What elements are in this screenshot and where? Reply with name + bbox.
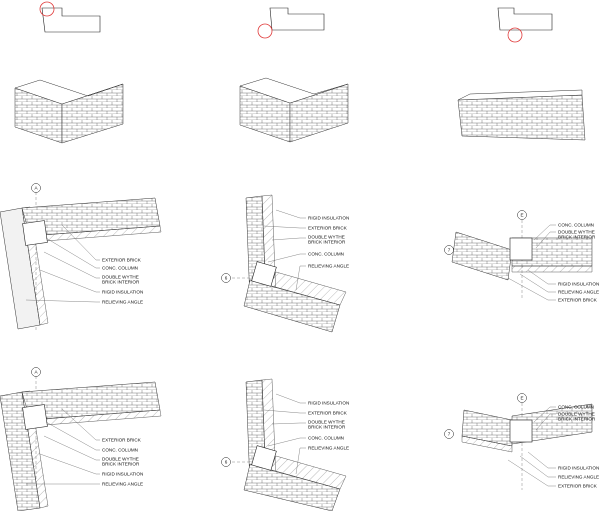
plan-detail-3: E 7 CONC. COLUMN DOUBLE WYTHE BRICK INTE… (444, 210, 599, 303)
label-relieving-angle: RELIEVING ANGLE (102, 300, 143, 305)
label-brick-interior: BRICK INTERIOR (102, 462, 140, 467)
key-plan-2 (257, 7, 325, 39)
plan-detail-5: 6 RIGID INSULATION EXTERIOR BRICK DOUBLE… (221, 378, 349, 511)
grid-bubble-label: A (34, 186, 38, 191)
label-conc-column: CONC. COLUMN (308, 252, 344, 257)
label-double-wythe: DOUBLE WYTHE (558, 230, 595, 235)
grid-bubble-label: E (520, 396, 523, 401)
plan-detail-4: A EXTERIOR BRICK CONC. COLUMN DOUBLE WYT… (0, 367, 162, 511)
label-double-wythe: DOUBLE WYTHE (308, 235, 345, 240)
label-conc-column: CONC. COLUMN (558, 405, 594, 410)
grid-bubble-label: 7 (448, 248, 451, 253)
label-relieving-angle: RELIEVING ANGLE (102, 482, 143, 487)
label-relieving-angle: RELIEVING ANGLE (558, 475, 599, 480)
grid-bubble-label: 6 (225, 276, 228, 281)
axon-brick-corner-2 (239, 77, 349, 143)
label-brick-interior: BRICK INTERIOR (102, 280, 140, 285)
key-plan-highlight-circle (39, 1, 55, 17)
label-conc-column: CONC. COLUMN (102, 448, 138, 453)
label-exterior-brick: EXTERIOR BRICK (308, 411, 348, 416)
grid-bubble-label: E (520, 213, 523, 218)
key-plan-3 (497, 7, 553, 43)
axon-brick-corner-1 (14, 79, 124, 144)
label-exterior-brick: EXTERIOR BRICK (558, 298, 598, 303)
label-exterior-brick: EXTERIOR BRICK (308, 226, 348, 231)
label-brick-interior: BRICK INTERIOR (308, 240, 346, 245)
plan-detail-2: 6 RIGID INSULATION EXTERIOR BRICK DOUBLE… (221, 194, 349, 333)
label-brick-interior: BRICK INTERIOR (558, 235, 596, 240)
label-relieving-angle: RELIEVING ANGLE (558, 290, 599, 295)
label-double-wythe: DOUBLE WYTHE (102, 457, 139, 462)
label-exterior-brick: EXTERIOR BRICK (558, 484, 598, 489)
label-brick-interior: BRICK INTERIOR (308, 425, 346, 430)
key-plan-highlight-circle (257, 23, 273, 39)
label-relieving-angle: RELIEVING ANGLE (308, 446, 349, 451)
label-conc-column: CONC. COLUMN (558, 223, 594, 228)
key-plan-1 (39, 1, 101, 33)
label-rigid-insulation: RIGID INSULATION (308, 216, 349, 221)
label-conc-column: CONC. COLUMN (308, 436, 344, 441)
grid-bubble (444, 429, 454, 439)
plan-detail-1: A EXTERIOR BRICK CONC. COLUMN DOUBLE WYT… (0, 183, 162, 330)
grid-bubble-label: 6 (225, 460, 228, 465)
label-relieving-angle: RELIEVING ANGLE (308, 264, 349, 269)
grid-bubble-label: A (34, 370, 38, 375)
label-rigid-insulation: RIGID INSULATION (102, 472, 143, 477)
grid-bubble (221, 273, 231, 283)
label-brick-interior: BRICK INTERIOR (558, 417, 596, 422)
label-rigid-insulation: RIGID INSULATION (308, 401, 349, 406)
label-exterior-brick: EXTERIOR BRICK (102, 258, 142, 263)
key-plan-highlight-circle (507, 27, 523, 43)
label-double-wythe: DOUBLE WYTHE (102, 275, 139, 280)
label-conc-column: CONC. COLUMN (102, 266, 138, 271)
grid-bubble (517, 210, 527, 220)
grid-bubble (221, 457, 231, 467)
label-exterior-brick: EXTERIOR BRICK (102, 438, 142, 443)
label-double-wythe: DOUBLE WYTHE (308, 420, 345, 425)
label-rigid-insulation: RIGID INSULATION (558, 282, 599, 287)
grid-bubble (31, 183, 41, 193)
grid-bubble (31, 367, 41, 377)
label-rigid-insulation: RIGID INSULATION (102, 290, 143, 295)
label-rigid-insulation: RIGID INSULATION (558, 466, 599, 471)
plan-detail-6: E 7 CONC. COLUMN DOUBLE WYTHE BRICK INTE… (444, 393, 599, 490)
grid-bubble-label: 7 (448, 432, 451, 437)
label-double-wythe: DOUBLE WYTHE (558, 412, 595, 417)
grid-bubble (517, 393, 527, 403)
axon-brick-wall-3 (457, 89, 586, 141)
